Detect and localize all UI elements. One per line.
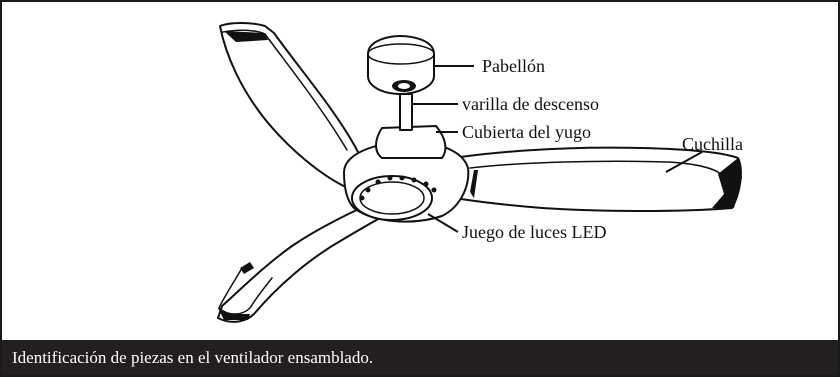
downrod (399, 93, 413, 131)
yoke-cover (375, 125, 447, 159)
ceiling-fan-illustration: Pabellón varilla de descenso Cubierta de… (217, 22, 743, 323)
blade-lower-left (217, 199, 395, 323)
leader-lines (412, 65, 703, 233)
led-perforations (359, 175, 437, 201)
label-blade: Cuchilla (682, 134, 743, 154)
label-yoke-cover: Cubierta del yugo (462, 122, 591, 142)
label-canopy: Pabellón (482, 56, 545, 76)
canopy (367, 35, 435, 95)
caption-bar: Identificación de piezas en el ventilado… (2, 340, 838, 375)
figure-caption: Identificación de piezas en el ventilado… (12, 347, 374, 367)
blade-upper-left (219, 22, 395, 193)
blade-right (421, 146, 742, 212)
label-led-light-kit: Juego de luces LED (462, 222, 606, 242)
led-light-disc (351, 175, 433, 221)
label-downrod: varilla de descenso (462, 94, 599, 114)
